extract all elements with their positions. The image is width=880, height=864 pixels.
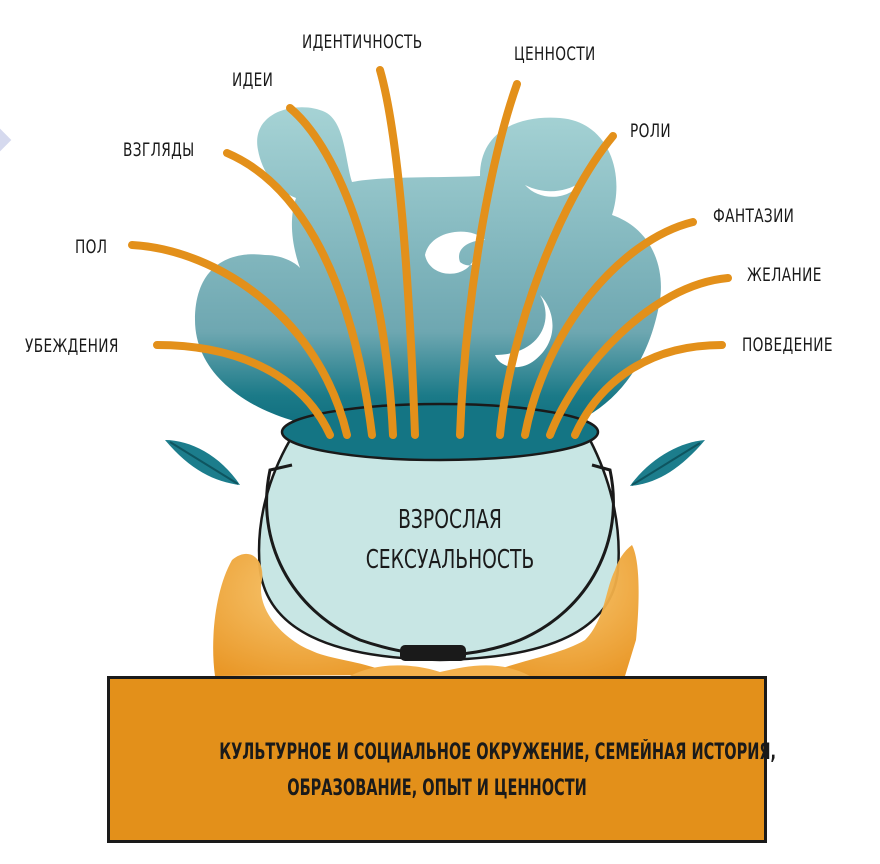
label-ideas: ИДЕИ: [232, 69, 274, 91]
fire-right: [480, 545, 639, 676]
label-behavior: ПОВЕДЕНИЕ: [742, 334, 833, 356]
pot-handle-grip: [400, 645, 466, 661]
label-roles: РОЛИ: [630, 120, 671, 142]
base-box: [107, 676, 767, 843]
label-gender: ПОЛ: [75, 236, 108, 258]
label-fantasies: ФАНТАЗИИ: [713, 205, 795, 227]
base-caption-line2: ОБРАЗОВАНИЕ, ОПЫТ И ЦЕННОСТИ: [287, 775, 587, 801]
pot-title-line1: ВЗРОСЛАЯ: [398, 505, 502, 535]
label-beliefs: УБЕЖДЕНИЯ: [25, 335, 119, 357]
base-caption: КУЛЬТУРНОЕ И СОЦИАЛЬНОЕ ОКРУЖЕНИЕ, СЕМЕЙ…: [107, 735, 777, 806]
fire-left: [213, 553, 395, 676]
strand-ideas: [286, 104, 397, 439]
fire-center: [350, 665, 530, 676]
strand-desire: [546, 274, 732, 439]
strand-identity: [376, 66, 419, 439]
strand-behavior: [571, 341, 726, 439]
steam-cloud: [195, 107, 661, 429]
steam-swirl: [495, 295, 553, 368]
pot-title-line2: СЕКСУАЛЬНОСТЬ: [365, 545, 535, 575]
leaf-left-icon: [165, 440, 240, 485]
steam-swirl: [525, 183, 580, 197]
label-views: ВЗГЛЯДЫ: [123, 139, 195, 161]
label-desire: ЖЕЛАНИЕ: [747, 264, 822, 286]
strand-beliefs: [153, 341, 334, 439]
strand-gender: [128, 241, 351, 439]
label-values: ЦЕННОСТИ: [514, 43, 596, 65]
strands: [128, 66, 732, 439]
label-identity: ИДЕНТИЧНОСТЬ: [302, 31, 423, 53]
strand-roles: [496, 132, 617, 439]
pot-rim: [280, 402, 600, 462]
strand-fantasies: [521, 218, 697, 439]
leaf-right-icon: [630, 440, 705, 486]
base-caption-line1: КУЛЬТУРНОЕ И СОЦИАЛЬНОЕ ОКРУЖЕНИЕ, СЕМЕЙ…: [219, 740, 777, 765]
strand-views: [223, 149, 376, 439]
strand-values: [456, 80, 521, 439]
steam-swirl: [425, 231, 485, 274]
